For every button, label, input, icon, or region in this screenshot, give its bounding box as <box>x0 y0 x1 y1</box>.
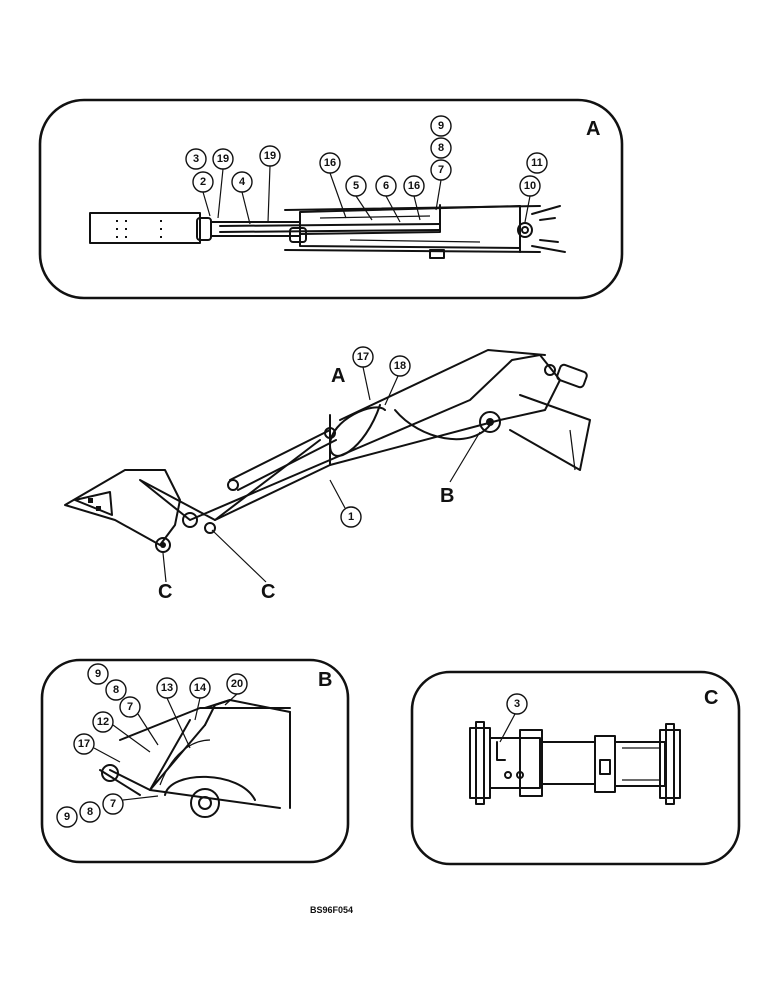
panel-b-frame <box>40 658 350 864</box>
callout-a-16: 16 <box>403 175 425 197</box>
panel-c-frame <box>410 670 741 866</box>
panel-c-label: C <box>704 687 718 709</box>
callout-a-4: 4 <box>231 171 253 193</box>
callout-a-19: 19 <box>259 145 281 167</box>
callout-b-8: 8 <box>105 679 127 701</box>
svg-text:18: 18 <box>394 360 406 372</box>
pin-assembly-detail <box>469 721 681 805</box>
main-boom-view: A B C C 17 18 1 <box>64 346 591 603</box>
main-label-b: B <box>440 485 454 507</box>
svg-text:17: 17 <box>357 351 369 363</box>
svg-text:9: 9 <box>438 120 444 132</box>
callout-a-6: 6 <box>375 175 397 197</box>
detail-panel-b: B 9 8 7 13 14 20 12 17 9 8 7 <box>40 658 350 864</box>
callout-main-1: 1 <box>340 506 362 528</box>
svg-text:7: 7 <box>110 798 116 810</box>
callout-main-18: 18 <box>389 355 411 377</box>
svg-text:16: 16 <box>408 180 420 192</box>
callout-b-7: 7 <box>102 793 124 815</box>
boom-cylinder-assembly <box>89 204 566 259</box>
callout-main-17: 17 <box>352 346 374 368</box>
panel-a-frame <box>38 98 624 300</box>
svg-text:10: 10 <box>524 180 536 192</box>
detail-panel-c: C 3 <box>410 670 741 866</box>
callout-b-20: 20 <box>226 673 248 695</box>
callout-b-14: 14 <box>189 677 211 699</box>
boom-outline <box>139 354 561 521</box>
svg-text:9: 9 <box>64 811 70 823</box>
boom-foot <box>509 394 591 471</box>
callout-a-10: 10 <box>519 175 541 197</box>
callout-a-19: 19 <box>212 148 234 170</box>
callout-a-9: 9 <box>430 115 452 137</box>
hydraulic-hoses <box>329 404 491 457</box>
svg-text:4: 4 <box>239 176 246 188</box>
callout-b-9: 9 <box>87 663 109 685</box>
svg-text:6: 6 <box>383 180 389 192</box>
svg-text:9: 9 <box>95 668 101 680</box>
callout-a-11: 11 <box>526 152 548 174</box>
callout-a-7: 7 <box>430 159 452 181</box>
figure-code: BS96F054 <box>310 905 353 915</box>
svg-text:2: 2 <box>200 176 206 188</box>
callout-b-9: 9 <box>56 806 78 828</box>
svg-text:3: 3 <box>193 153 199 165</box>
callout-a-16: 16 <box>319 152 341 174</box>
svg-text:8: 8 <box>113 684 119 696</box>
boom-top-cylinder <box>544 363 588 389</box>
svg-text:5: 5 <box>353 180 359 192</box>
boom-cylinder <box>227 427 337 491</box>
panel-b-label: B <box>318 669 332 691</box>
svg-text:7: 7 <box>438 164 444 176</box>
callout-b-13: 13 <box>156 677 178 699</box>
main-label-c-left: C <box>158 581 172 603</box>
detail-panel-a: A 9 8 7 <box>38 98 624 300</box>
main-label-c-right: C <box>261 581 275 603</box>
svg-text:3: 3 <box>514 698 520 710</box>
callout-a-5: 5 <box>345 175 367 197</box>
callout-b-8: 8 <box>79 801 101 823</box>
callout-b-17: 17 <box>73 733 95 755</box>
svg-text:19: 19 <box>217 153 229 165</box>
svg-text:19: 19 <box>264 150 276 162</box>
callout-a-8: 8 <box>430 137 452 159</box>
callout-c-3: 3 <box>506 693 528 715</box>
boom-pivot <box>479 411 501 433</box>
callout-b-7: 7 <box>119 696 141 718</box>
callout-a-3: 3 <box>185 148 207 170</box>
svg-text:8: 8 <box>87 806 93 818</box>
svg-text:17: 17 <box>78 738 90 750</box>
svg-text:16: 16 <box>324 157 336 169</box>
svg-text:20: 20 <box>231 678 243 690</box>
bucket <box>64 469 216 553</box>
svg-text:11: 11 <box>531 157 543 169</box>
panel-a-label: A <box>586 118 600 140</box>
svg-text:7: 7 <box>127 701 133 713</box>
svg-text:13: 13 <box>161 682 173 694</box>
callout-a-2: 2 <box>192 171 214 193</box>
svg-text:8: 8 <box>438 142 444 154</box>
svg-text:12: 12 <box>97 716 109 728</box>
svg-text:14: 14 <box>194 682 207 694</box>
main-label-a: A <box>331 365 345 387</box>
svg-text:1: 1 <box>348 511 354 523</box>
callout-b-12: 12 <box>92 711 114 733</box>
